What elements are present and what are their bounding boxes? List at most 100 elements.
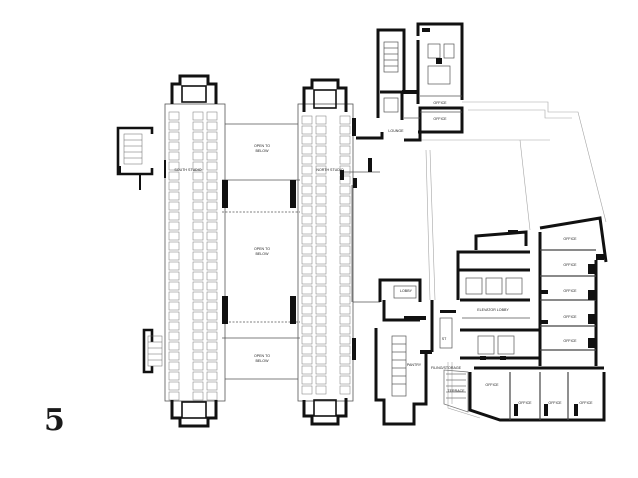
desk bbox=[206, 251, 218, 261]
desk bbox=[206, 181, 218, 191]
desk bbox=[192, 371, 204, 381]
desk bbox=[339, 285, 351, 295]
desk bbox=[206, 381, 218, 391]
desk bbox=[168, 341, 180, 351]
desk bbox=[315, 245, 327, 255]
desk bbox=[206, 131, 218, 141]
desk bbox=[206, 321, 218, 331]
desk bbox=[301, 255, 313, 265]
desk bbox=[301, 355, 313, 365]
top-core: LOUNGE OFFICE OFFICE bbox=[356, 22, 464, 142]
desk bbox=[168, 121, 180, 131]
desk bbox=[206, 271, 218, 281]
desk bbox=[315, 225, 327, 235]
desk bbox=[301, 375, 313, 385]
open-to-below-mid-line2: BELOW bbox=[256, 252, 270, 256]
lobby-label: LOBBY bbox=[400, 289, 413, 293]
desk bbox=[168, 271, 180, 281]
office-right-1-label: OFFICE bbox=[563, 237, 577, 241]
desk bbox=[192, 171, 204, 181]
desk bbox=[206, 341, 218, 351]
desk bbox=[301, 295, 313, 305]
desk bbox=[206, 121, 218, 131]
desk bbox=[301, 335, 313, 345]
office-right-2-label: OFFICE bbox=[563, 263, 577, 267]
desk bbox=[301, 135, 313, 145]
desk bbox=[301, 165, 313, 175]
central-core: LOBBY ELEVATOR LOBBY PANTRY ST FILING/ST… bbox=[374, 250, 540, 426]
desk bbox=[339, 315, 351, 325]
desk bbox=[315, 305, 327, 315]
desk bbox=[315, 325, 327, 335]
desk bbox=[192, 241, 204, 251]
desk bbox=[206, 291, 218, 301]
desk bbox=[168, 131, 180, 141]
desk bbox=[339, 245, 351, 255]
desk bbox=[192, 161, 204, 171]
desk bbox=[315, 115, 327, 125]
desk bbox=[301, 385, 313, 395]
desk bbox=[315, 175, 327, 185]
right-office-wing: OFFICE OFFICE OFFICE OFFICE OFFICE OFFIC… bbox=[443, 216, 608, 422]
desk bbox=[301, 325, 313, 335]
desk bbox=[192, 221, 204, 231]
desk bbox=[168, 291, 180, 301]
desk bbox=[315, 255, 327, 265]
desk bbox=[168, 161, 180, 171]
desk bbox=[339, 125, 351, 135]
desk bbox=[301, 185, 313, 195]
office-bottom-3-label: OFFICE bbox=[548, 401, 562, 405]
desk bbox=[206, 201, 218, 211]
desk bbox=[192, 211, 204, 221]
desk bbox=[339, 115, 351, 125]
desk bbox=[301, 275, 313, 285]
desk bbox=[301, 175, 313, 185]
desk bbox=[192, 351, 204, 361]
desk bbox=[301, 315, 313, 325]
desk bbox=[206, 191, 218, 201]
desk bbox=[168, 251, 180, 261]
desk bbox=[301, 215, 313, 225]
desk bbox=[315, 355, 327, 365]
desk-grid-left bbox=[168, 111, 218, 401]
desk bbox=[192, 181, 204, 191]
desk bbox=[301, 265, 313, 275]
desk bbox=[339, 235, 351, 245]
desk bbox=[192, 341, 204, 351]
desk bbox=[206, 281, 218, 291]
south-studio-label: SOUTH STUDIO bbox=[174, 168, 201, 172]
desk bbox=[315, 185, 327, 195]
office-right-3-label: OFFICE bbox=[563, 289, 577, 293]
desk bbox=[168, 201, 180, 211]
desk bbox=[301, 345, 313, 355]
office-right-4-label: OFFICE bbox=[563, 315, 577, 319]
desk bbox=[206, 111, 218, 121]
desk bbox=[168, 331, 180, 341]
desk bbox=[339, 375, 351, 385]
desk bbox=[168, 321, 180, 331]
desk bbox=[206, 151, 218, 161]
desk bbox=[301, 155, 313, 165]
desk bbox=[315, 165, 327, 175]
desk bbox=[301, 195, 313, 205]
desk bbox=[315, 295, 327, 305]
desk bbox=[206, 331, 218, 341]
desk bbox=[339, 295, 351, 305]
desk bbox=[192, 191, 204, 201]
terrace-label: TERRACE bbox=[447, 389, 465, 393]
desk bbox=[315, 335, 327, 345]
desk bbox=[168, 181, 180, 191]
desk bbox=[315, 275, 327, 285]
desk bbox=[168, 381, 180, 391]
desk bbox=[315, 385, 327, 395]
desk bbox=[192, 121, 204, 131]
desk bbox=[206, 371, 218, 381]
left-studio-wing: OPEN TO BELOW OPEN TO BELOW OPEN TO BELO… bbox=[116, 74, 380, 428]
desk bbox=[206, 221, 218, 231]
desk bbox=[315, 375, 327, 385]
desk bbox=[192, 391, 204, 401]
desk bbox=[315, 135, 327, 145]
desk bbox=[339, 145, 351, 155]
desk bbox=[192, 321, 204, 331]
